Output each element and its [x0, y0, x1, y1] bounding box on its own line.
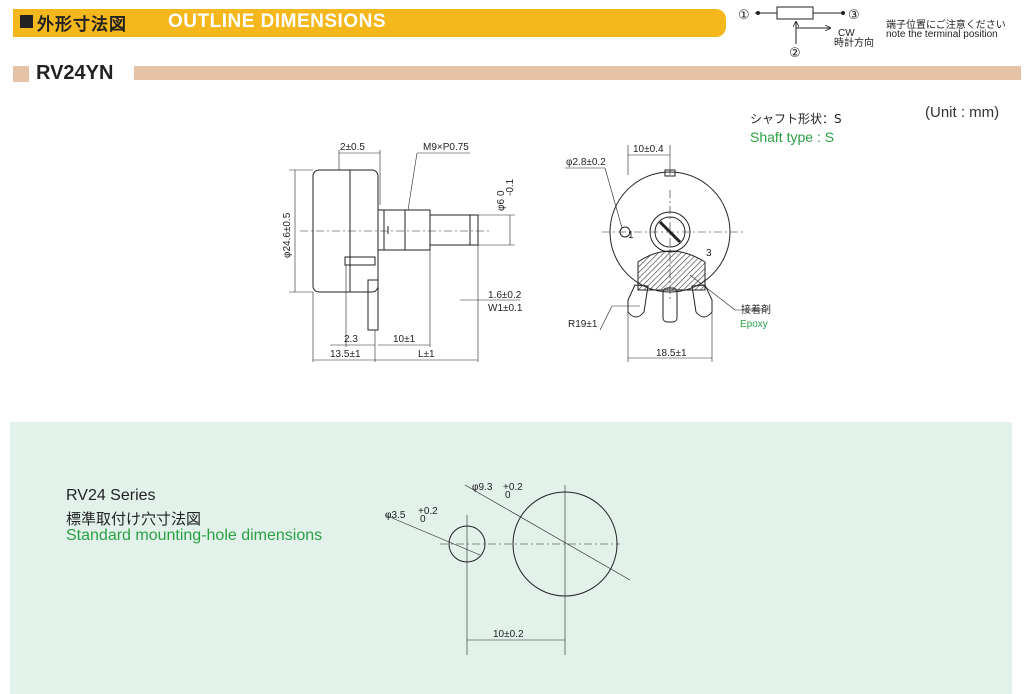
front-terminal-3: 3	[706, 248, 712, 259]
side-view-drawing	[289, 150, 520, 362]
small-hole-tol: +0.2	[418, 506, 438, 517]
model-bar	[134, 66, 1021, 80]
side-dim-shaft-tol2: -0.1	[505, 178, 516, 196]
big-hole-tol2: 0	[505, 490, 511, 501]
terminal-3-label: ③	[848, 8, 860, 23]
side-dim-length: L±1	[418, 349, 435, 360]
front-dim-hole: φ2.8±0.2	[566, 157, 606, 168]
front-terminal-1: 1	[628, 230, 634, 241]
model-square-icon	[13, 66, 29, 82]
epoxy-jp-label: 接着剤	[741, 303, 771, 316]
unit-label: (Unit : mm)	[925, 104, 1000, 121]
mounting-title-jp: 標準取付け穴寸法図	[66, 510, 202, 528]
shaft-type-en: Shaft type : S	[750, 129, 835, 145]
small-hole-tol2: 0	[420, 514, 426, 525]
mounting-hole-drawing	[384, 484, 631, 655]
front-view-drawing	[565, 145, 768, 362]
section-header-bar	[13, 9, 726, 37]
side-dim-diameter: φ24.6±0.5	[282, 212, 293, 258]
cw-jp-label: 時計方向	[834, 36, 874, 49]
terminal-note-en: note the terminal position	[886, 29, 998, 40]
series-label: RV24 Series	[66, 487, 156, 504]
terminal-1-label: ①	[738, 8, 750, 23]
front-dim-offset: 10±0.4	[633, 144, 664, 155]
side-dim-slot-width: W1±0.1	[488, 303, 523, 314]
section-title-en: OUTLINE DIMENSIONS	[168, 11, 387, 32]
side-dim-shaft-tol: 0	[496, 190, 507, 196]
hole-spacing-dim: 10±0.2	[493, 629, 524, 640]
side-dim-bushing: 10±1	[393, 334, 416, 345]
epoxy-en-label: Epoxy	[740, 319, 768, 330]
mounting-title-en: Standard mounting-hole dimensions	[66, 527, 323, 544]
terminal-schematic	[755, 6, 845, 44]
side-dim-body: 13.5±1	[330, 349, 361, 360]
front-dim-pitch: 18.5±1	[656, 348, 687, 359]
cw-label: CW	[838, 28, 855, 39]
model-name: RV24YN	[36, 62, 114, 84]
terminal-2-label: ②	[789, 46, 801, 61]
terminal-note-jp: 端子位置にご注意ください	[886, 20, 1006, 31]
side-dim-slot-depth: 1.6±0.2	[488, 290, 522, 301]
big-hole-dim: φ9.3	[472, 482, 493, 493]
shaft-type-jp: シャフト形状：S	[750, 112, 842, 126]
side-dim-flange: 2±0.5	[340, 142, 365, 153]
header-square-icon	[20, 15, 33, 28]
mounting-panel	[10, 422, 1012, 694]
side-dim-terminal: 2.3	[344, 334, 358, 345]
front-dim-radius: R19±1	[568, 319, 598, 330]
side-dim-thread: M9×P0.75	[423, 142, 469, 153]
big-hole-tol: +0.2	[503, 482, 523, 493]
section-title-jp: 外形寸法図	[37, 15, 127, 35]
side-dim-shaft: φ6	[496, 199, 507, 211]
small-hole-dim: φ3.5	[385, 510, 406, 521]
